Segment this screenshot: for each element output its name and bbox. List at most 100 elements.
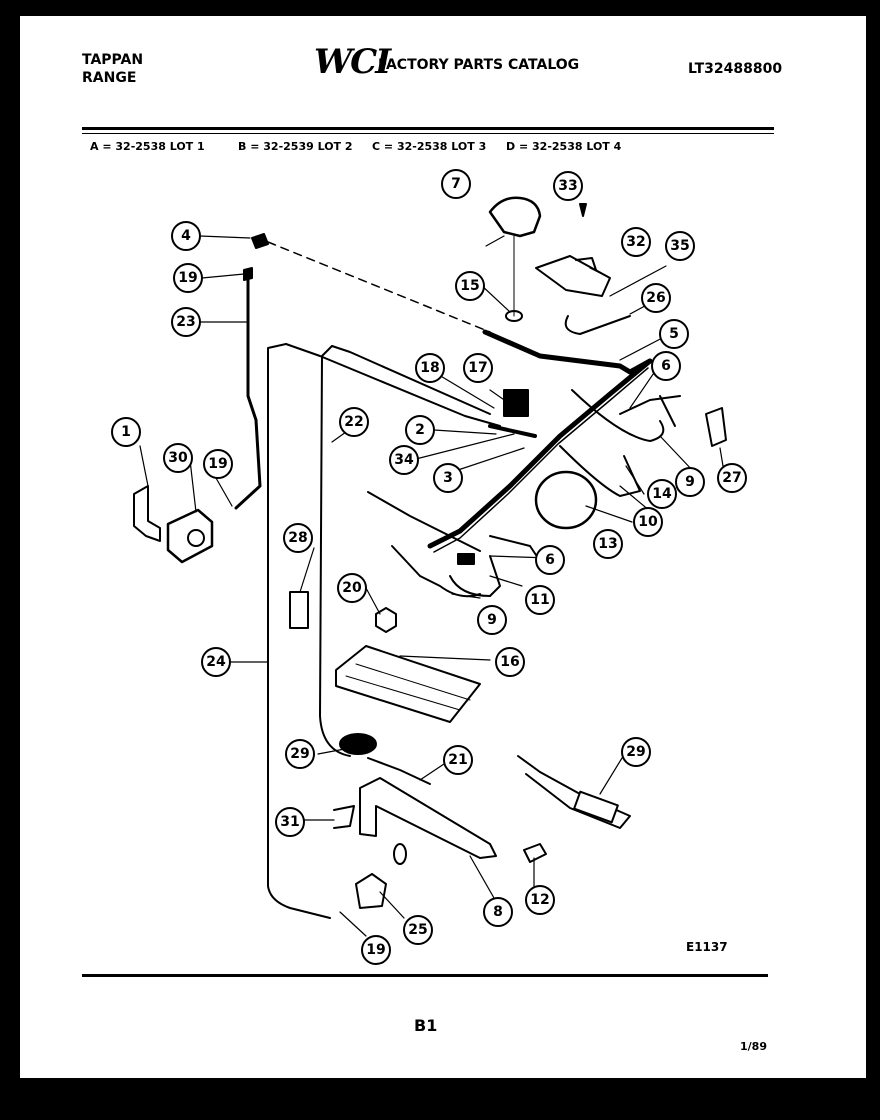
svg-text:34: 34 [394, 452, 414, 468]
callout-35: 35 [665, 231, 695, 261]
manifold-pipe [482, 329, 653, 375]
callout-27: 27 [717, 463, 747, 493]
dashed-leader-4 [267, 241, 491, 333]
tube-main-top [285, 343, 501, 427]
svg-text:32: 32 [626, 234, 645, 250]
svg-text:9: 9 [685, 474, 695, 490]
svg-text:30: 30 [168, 450, 188, 466]
svg-text:4: 4 [181, 228, 191, 244]
callout-20: 20 [337, 573, 367, 603]
callout-8: 8 [483, 897, 513, 927]
callout-9-right: 9 [675, 467, 705, 497]
callout-31: 31 [275, 807, 305, 837]
svg-text:22: 22 [344, 414, 363, 430]
callout-32: 32 [621, 227, 651, 257]
svg-text:10: 10 [638, 514, 658, 530]
date-code: 1/89 [740, 1040, 767, 1053]
lot-c: C = 32-2538 LOT 3 [372, 140, 487, 153]
callout-5: 5 [659, 319, 689, 349]
svg-text:29: 29 [626, 744, 645, 760]
catalog-title: FACTORY PARTS CATALOG [378, 57, 580, 73]
svg-text:8: 8 [493, 904, 503, 920]
svg-text:27: 27 [722, 470, 741, 486]
svg-text:19: 19 [208, 456, 227, 472]
page-label: B1 [414, 1016, 438, 1035]
callout-18: 18 [415, 353, 445, 383]
callout-25: 25 [403, 915, 433, 945]
callout-22: 22 [339, 407, 369, 437]
callout-14: 14 [647, 479, 677, 509]
svg-text:3: 3 [443, 470, 453, 486]
header-rule-thin [82, 133, 774, 134]
callout-17: 17 [463, 353, 493, 383]
svg-text:26: 26 [646, 290, 665, 306]
callout-30: 30 [163, 443, 193, 473]
lot-b: B = 32-2539 LOT 2 [238, 140, 353, 153]
callout-11: 11 [525, 585, 555, 615]
svg-text:5: 5 [669, 326, 679, 342]
svg-text:33: 33 [558, 178, 577, 194]
exploded-parts-diagram: 1 30 19 4 19 23 22 28 24 20 7 33 32 35 1… [111, 169, 747, 965]
tube-22 [319, 345, 351, 757]
svg-text:16: 16 [500, 654, 519, 670]
callout-19-top: 19 [173, 263, 203, 293]
wci-logo: WCI [314, 42, 391, 82]
callout-29-right: 29 [621, 737, 651, 767]
lot-a: A = 32-2538 LOT 1 [90, 140, 205, 153]
callout-33: 33 [553, 171, 583, 201]
callout-19-left: 19 [203, 449, 233, 479]
svg-text:6: 6 [545, 552, 555, 568]
figure-code: E1137 [686, 940, 728, 954]
parts-sheet: TAPPAN RANGE WCI FACTORY PARTS CATALOG L… [20, 16, 866, 1078]
svg-text:24: 24 [206, 654, 226, 670]
model-number: LT32488800 [688, 61, 783, 77]
svg-text:17: 17 [468, 360, 487, 376]
tube-24 [267, 343, 331, 919]
svg-text:28: 28 [288, 530, 307, 546]
svg-text:7: 7 [451, 176, 461, 192]
brand-line2: RANGE [82, 70, 137, 86]
svg-text:13: 13 [598, 536, 617, 552]
svg-text:18: 18 [420, 360, 439, 376]
svg-text:20: 20 [342, 580, 362, 596]
svg-text:21: 21 [448, 752, 467, 768]
callout-13: 13 [593, 529, 623, 559]
callout-10: 10 [633, 507, 663, 537]
svg-text:11: 11 [530, 592, 549, 608]
svg-text:31: 31 [280, 814, 299, 830]
svg-text:12: 12 [530, 892, 549, 908]
header-rule-top [82, 127, 774, 130]
callout-19-bottom: 19 [361, 935, 391, 965]
svg-text:2: 2 [415, 422, 425, 438]
svg-text:6: 6 [661, 358, 671, 374]
svg-text:23: 23 [176, 314, 195, 330]
callout-29-left: 29 [285, 739, 315, 769]
svg-text:35: 35 [670, 238, 689, 254]
callout-34: 34 [389, 445, 419, 475]
callout-9-lower: 9 [477, 605, 507, 635]
baffle-16 [335, 645, 481, 723]
callout-4: 4 [171, 221, 201, 251]
svg-text:29: 29 [290, 746, 309, 762]
svg-text:9: 9 [487, 612, 497, 628]
tube-upper [331, 345, 491, 415]
callout-26: 26 [641, 283, 671, 313]
callout-16: 16 [495, 647, 525, 677]
footer-rule [82, 974, 768, 977]
svg-text:19: 19 [178, 270, 197, 286]
callout-24: 24 [201, 647, 231, 677]
callout-6-lower: 6 [535, 545, 565, 575]
callout-3: 3 [433, 463, 463, 493]
callout-12: 12 [525, 885, 555, 915]
brand-line1: TAPPAN [82, 52, 144, 68]
svg-text:15: 15 [460, 278, 479, 294]
tube-23 [234, 276, 262, 510]
svg-text:25: 25 [408, 922, 427, 938]
callout-1: 1 [111, 417, 141, 447]
callout-7: 7 [441, 169, 471, 199]
callout-23: 23 [171, 307, 201, 337]
callout-15: 15 [455, 271, 485, 301]
callout-2: 2 [405, 415, 435, 445]
callout-6-upper: 6 [651, 351, 681, 381]
